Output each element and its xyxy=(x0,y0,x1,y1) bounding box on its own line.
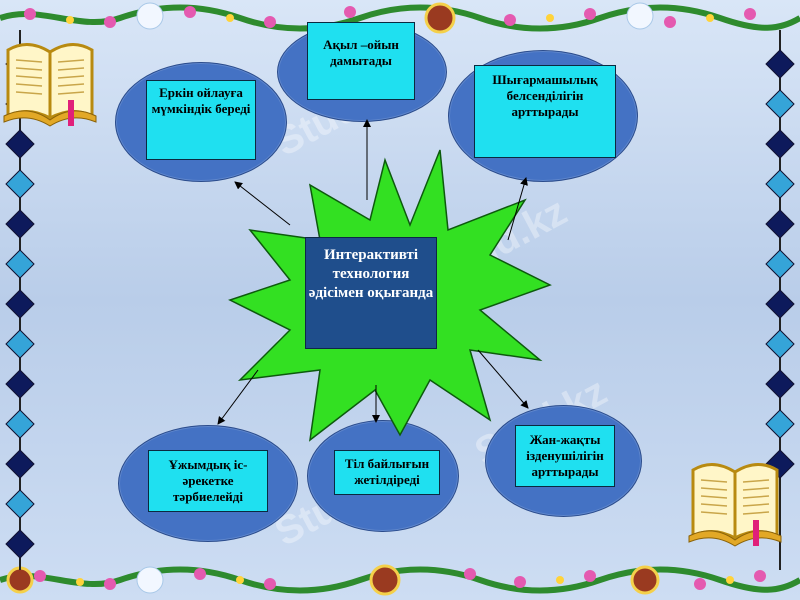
node-label: Тіл байлығын жетілдіреді xyxy=(344,456,430,487)
node-label: Шығармашылық белсенділігін арттырады xyxy=(492,72,598,119)
open-book-icon xyxy=(688,463,782,547)
node-label: Жан-жақты ізденушілігін арттырады xyxy=(526,432,604,479)
central-concept-label: Интерактивті технология әдісімен оқығанд… xyxy=(308,247,434,301)
node-box-bottom-right: Жан-жақты ізденушілігін арттырады xyxy=(515,425,615,487)
node-label: Ақыл –ойын дамытады xyxy=(323,37,399,68)
open-book-icon xyxy=(3,43,97,127)
node-label: Ұжымдық іс-әрекетке тәрбиелейді xyxy=(168,457,248,504)
flower-garland-bottom xyxy=(0,564,800,596)
node-box-top-right: Шығармашылық белсенділігін арттырады xyxy=(474,65,616,158)
node-box-bottom-left: Ұжымдық іс-әрекетке тәрбиелейді xyxy=(148,450,268,512)
flower-garland-top xyxy=(0,2,800,34)
central-concept-box: Интерактивті технология әдісімен оқығанд… xyxy=(305,237,437,349)
node-box-bottom-center: Тіл байлығын жетілдіреді xyxy=(334,450,440,495)
node-label: Еркін ойлауға мүмкіндік береді xyxy=(151,85,251,116)
diamond-border-right xyxy=(765,30,795,570)
node-box-top-center: Ақыл –ойын дамытады xyxy=(307,22,415,100)
node-box-top-left: Еркін ойлауға мүмкіндік береді xyxy=(146,80,256,160)
